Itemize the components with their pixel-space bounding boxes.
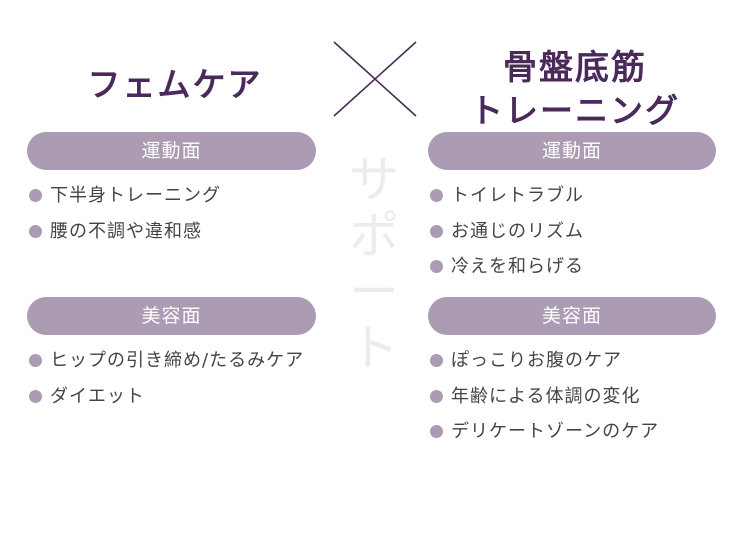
right-exercise-heading: 運動面: [428, 132, 716, 170]
list-item: お通じのリズム: [429, 214, 584, 250]
right-exercise-list: トイレトラブル お通じのリズム 冷えを和らげる: [429, 178, 584, 285]
pelvic-floor-title-line2: トレーニング: [470, 91, 680, 130]
list-item-label: デリケートゾーンのケア: [451, 421, 660, 442]
list-item: 年齢による体調の変化: [429, 379, 659, 415]
bullet-dot-icon: [29, 354, 42, 367]
list-item: 下半身トレーニング: [28, 178, 221, 214]
list-item: ダイエット: [28, 379, 304, 415]
list-item-label: ぽっこりお腹のケア: [451, 350, 622, 371]
list-item: ぽっこりお腹のケア: [429, 343, 659, 379]
bullet-dot-icon: [430, 389, 443, 403]
list-item-label: 冷えを和らげる: [451, 256, 584, 277]
bullet-dot-icon: [29, 189, 42, 202]
list-item-label: 腰の不調や違和感: [50, 220, 202, 242]
right-beauty-list: ぽっこりお腹のケア 年齢による体調の変化 デリケートゾーンのケア: [429, 343, 659, 450]
bullet-dot-icon: [29, 389, 42, 403]
bullet-dot-icon: [430, 425, 443, 438]
bullet-dot-icon: [430, 189, 443, 202]
list-item-label: 年齢による体調の変化: [451, 385, 641, 407]
bullet-dot-icon: [430, 260, 443, 273]
left-beauty-heading: 美容面: [27, 297, 316, 335]
list-item-label: ダイエット: [50, 385, 145, 407]
right-beauty-heading: 美容面: [428, 297, 716, 335]
femcare-title: フェムケア: [87, 65, 263, 104]
bullet-dot-icon: [430, 354, 443, 367]
list-item-label: 下半身トレーニング: [50, 185, 221, 206]
bullet-dot-icon: [430, 224, 443, 238]
pelvic-floor-title-line1: 骨盤底筋: [503, 48, 647, 88]
bullet-dot-icon: [29, 224, 42, 238]
list-item-label: トイレトラブル: [451, 185, 584, 206]
cross-icon: [333, 41, 417, 117]
list-item-label: お通じのリズム: [451, 220, 584, 242]
watermark-char: ー: [349, 263, 399, 321]
left-beauty-list: ヒップの引き締め/たるみケア ダイエット: [28, 343, 304, 414]
list-item: トイレトラブル: [429, 178, 584, 214]
support-watermark: サ ポ ー ト: [342, 152, 406, 376]
left-exercise-list: 下半身トレーニング 腰の不調や違和感: [28, 178, 221, 249]
watermark-char: サ: [349, 151, 399, 209]
list-item: 冷えを和らげる: [429, 249, 584, 285]
watermark-char: ト: [349, 319, 399, 377]
list-item: 腰の不調や違和感: [28, 214, 221, 250]
list-item: デリケートゾーンのケア: [429, 414, 659, 450]
list-item-label: ヒップの引き締め/たるみケア: [50, 350, 305, 371]
list-item: ヒップの引き締め/たるみケア: [28, 343, 304, 379]
left-exercise-heading: 運動面: [27, 132, 316, 170]
watermark-char: ポ: [349, 207, 399, 265]
